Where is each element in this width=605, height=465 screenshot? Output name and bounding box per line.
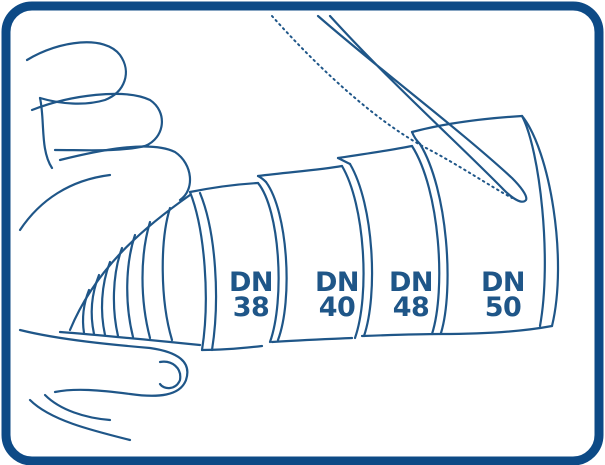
- segment-2-label-bottom: 40: [319, 292, 356, 323]
- frame-border: [6, 6, 599, 461]
- segment-1-label-bottom: 38: [233, 292, 270, 323]
- segment-4-label-bottom: 50: [485, 292, 522, 323]
- segment-3-label-bottom: 48: [393, 292, 430, 323]
